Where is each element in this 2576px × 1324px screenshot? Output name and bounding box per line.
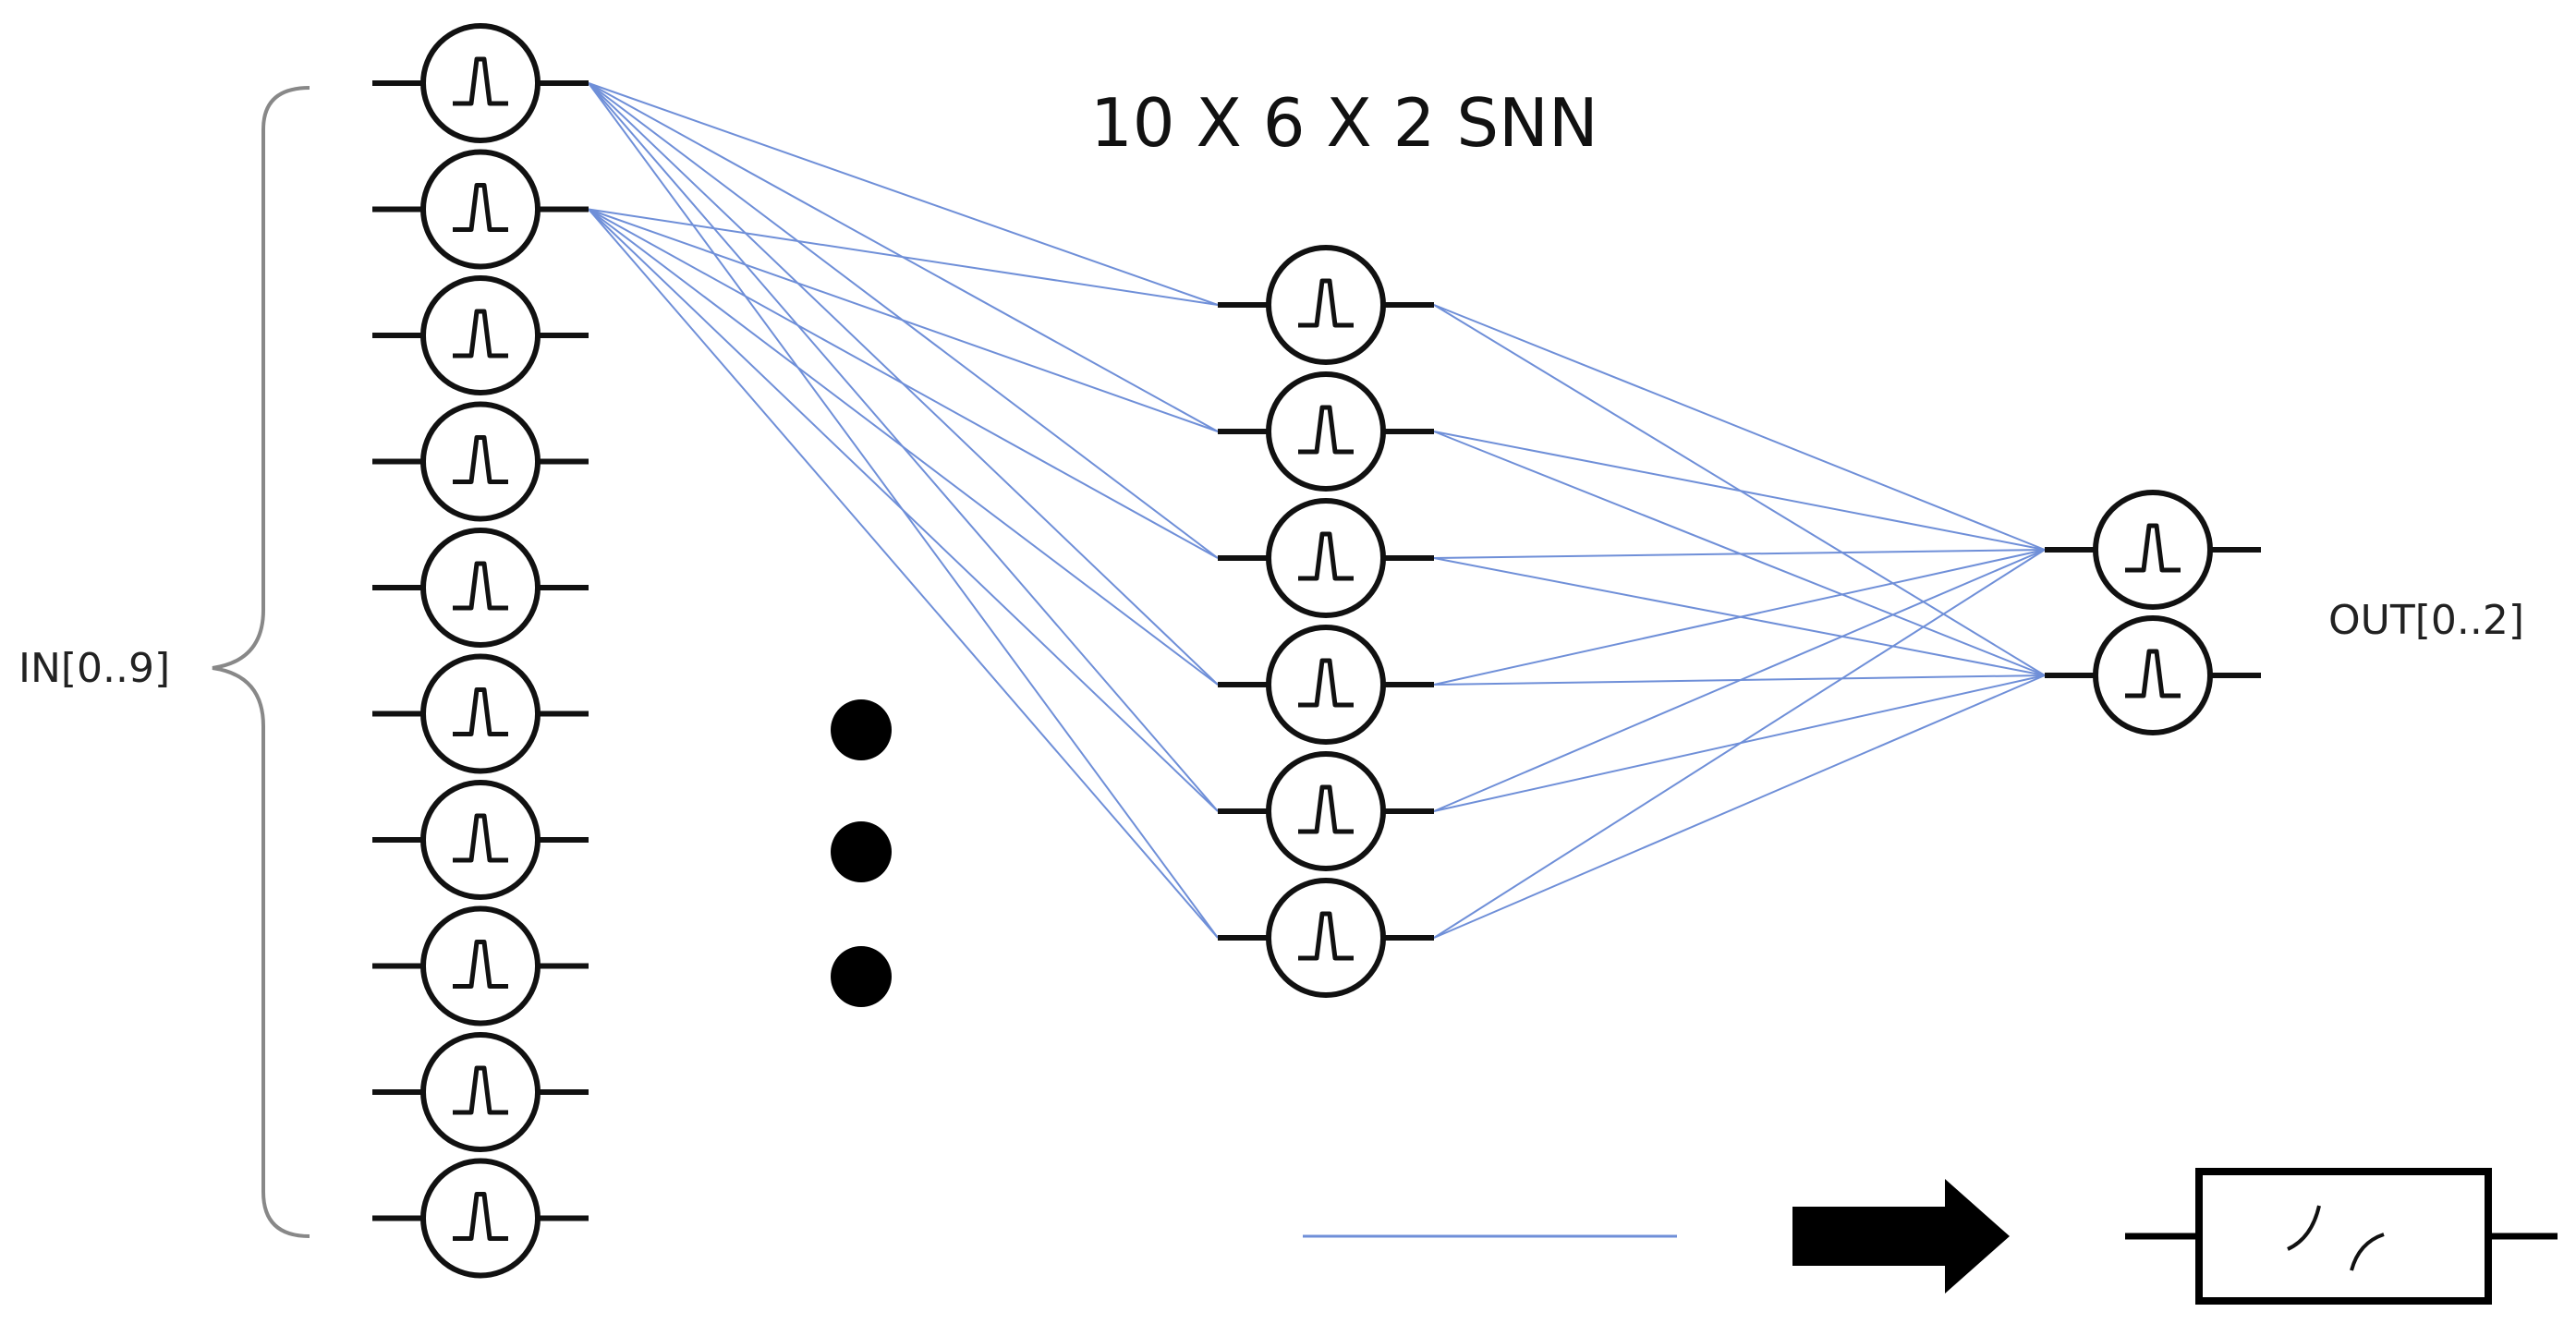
synapse-line	[1433, 674, 2046, 939]
neuron-circle	[420, 780, 541, 900]
input-neuron	[372, 23, 589, 143]
diagram-title: 10 X 6 X 2 SNN	[1090, 84, 1598, 162]
switch-box	[2195, 1168, 2492, 1305]
spike-icon	[1298, 658, 1354, 708]
input-neuron	[372, 149, 589, 270]
spike-icon	[1298, 405, 1354, 455]
input-layer	[372, 23, 589, 1279]
synapse-line	[1433, 549, 2046, 812]
hidden-neuron	[1218, 878, 1434, 998]
ellipsis-dot	[831, 821, 892, 882]
neuron-circle	[420, 275, 541, 395]
synapse-line	[588, 82, 1219, 306]
spike-icon	[453, 1192, 508, 1241]
spike-icon	[1298, 911, 1354, 961]
synapse-connections	[588, 82, 2046, 939]
neuron-circle	[420, 653, 541, 774]
spike-icon	[1298, 784, 1354, 834]
input-label: IN[0..9]	[18, 645, 170, 692]
neuron-circle	[2093, 490, 2213, 610]
ellipsis-dot	[831, 699, 892, 760]
neuron-circle	[420, 23, 541, 143]
neuron-circle	[420, 401, 541, 522]
output-neuron	[2045, 490, 2261, 610]
neuron-circle	[420, 1158, 541, 1279]
neuron-circle	[420, 528, 541, 648]
spike-icon	[453, 813, 508, 863]
spike-icon	[1298, 278, 1354, 328]
synapse-line	[1433, 549, 2046, 686]
synapse-line	[588, 208, 1219, 306]
input-neuron	[372, 653, 589, 774]
neuron-circle	[420, 149, 541, 270]
synapse-line	[588, 208, 1219, 432]
spike-icon	[2125, 649, 2181, 698]
neuron-circle	[1266, 751, 1386, 871]
spike-icon	[453, 435, 508, 484]
switch-contact-left	[2287, 1205, 2321, 1251]
spike-icon	[453, 183, 508, 232]
legend	[1303, 1168, 2558, 1305]
spike-icon	[453, 687, 508, 736]
spike-icon	[453, 56, 508, 106]
neuron-circle	[1266, 371, 1386, 492]
hidden-layer	[1218, 245, 1434, 998]
spike-icon	[453, 1065, 508, 1115]
spike-icon	[2125, 523, 2181, 573]
spike-icon	[453, 309, 508, 358]
right-arrow-icon	[1792, 1179, 2010, 1294]
switch-contact-right	[2350, 1233, 2385, 1271]
neuron-circle	[2093, 615, 2213, 735]
input-neuron	[372, 275, 589, 395]
input-neuron	[372, 780, 589, 900]
synapse-line	[588, 208, 1219, 812]
synapse-line	[1433, 549, 2046, 559]
synapse-line	[588, 208, 1219, 939]
input-neuron	[372, 528, 589, 648]
input-neuron	[372, 905, 589, 1026]
ellipsis-dots	[831, 699, 892, 1007]
output-layer	[2045, 490, 2261, 735]
spike-icon	[1298, 531, 1354, 581]
neuron-circle	[1266, 245, 1386, 365]
ellipsis-dot	[831, 946, 892, 1007]
output-neuron	[2045, 615, 2261, 735]
synapse-line	[588, 208, 1219, 686]
hidden-neuron	[1218, 625, 1434, 745]
synapse-line	[588, 208, 1219, 559]
synapse-line	[1433, 431, 2046, 551]
hidden-neuron	[1218, 245, 1434, 365]
hidden-neuron	[1218, 498, 1434, 618]
spike-icon	[453, 561, 508, 611]
hidden-neuron	[1218, 751, 1434, 871]
neuron-circle	[1266, 498, 1386, 618]
input-neuron	[372, 1032, 589, 1152]
spike-icon	[453, 940, 508, 989]
hidden-neuron	[1218, 371, 1434, 492]
input-neuron	[372, 1158, 589, 1279]
output-label: OUT[0..2]	[2328, 597, 2524, 644]
neuron-circle	[1266, 625, 1386, 745]
neuron-circle	[420, 1032, 541, 1152]
input-neuron	[372, 401, 589, 522]
switch-icon	[2125, 1168, 2558, 1305]
neuron-circle	[1266, 878, 1386, 998]
input-brace	[212, 86, 310, 1238]
synapse-line	[1433, 304, 2046, 551]
neuron-circle	[420, 905, 541, 1026]
synapse-line	[1433, 549, 2046, 939]
